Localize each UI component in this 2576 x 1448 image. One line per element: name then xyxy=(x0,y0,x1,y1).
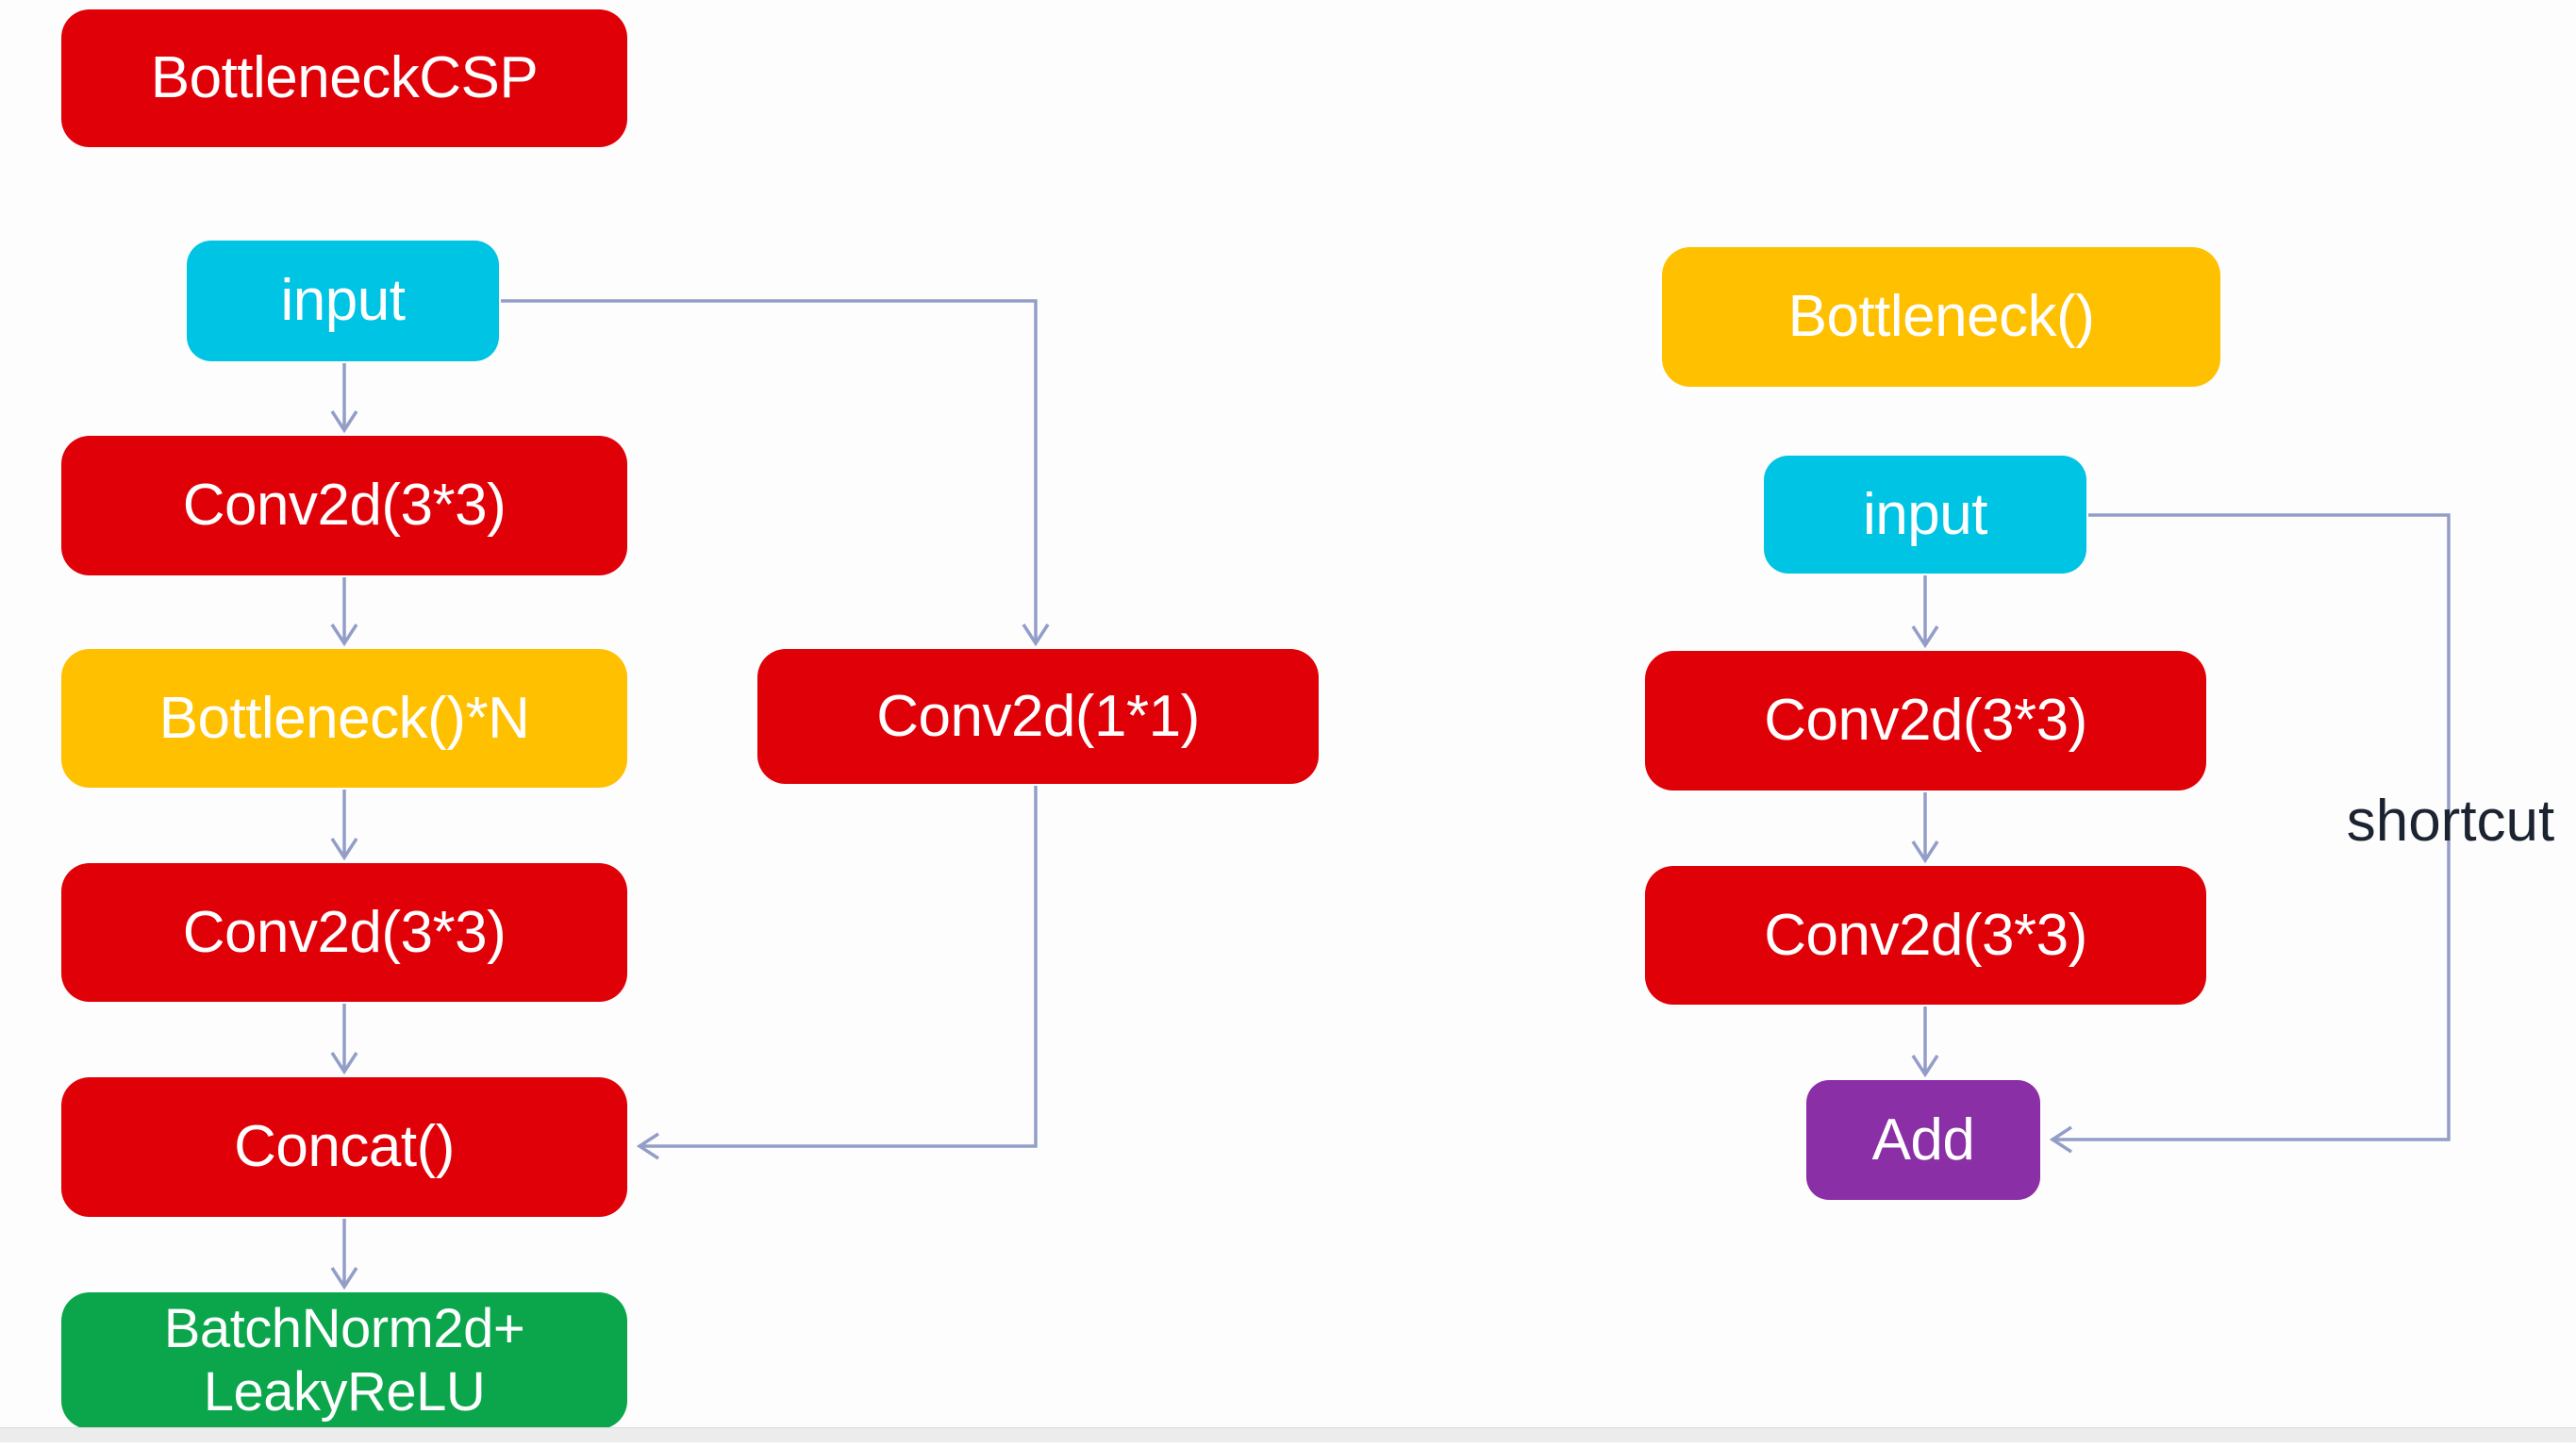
node-right-input: input xyxy=(1764,456,2086,574)
node-left-bottleneck-n: Bottleneck()*N xyxy=(61,649,627,788)
node-left-input: input xyxy=(187,241,499,361)
arrow-left-input-branch-to-conv1x1 xyxy=(501,299,1050,647)
arrow-left-conv1x1-to-concat xyxy=(636,786,1038,1160)
node-right-conv2d-3x3-b: Conv2d(3*3) xyxy=(1645,866,2206,1005)
arrow-right-shortcut-to-add xyxy=(2049,513,2451,1154)
bottom-strip xyxy=(0,1427,2576,1443)
batchnorm-line2: LeakyReLU xyxy=(203,1360,486,1423)
node-right-conv2d-3x3-a: Conv2d(3*3) xyxy=(1645,651,2206,791)
node-left-batchnorm-leakyrelu: BatchNorm2d+ LeakyReLU xyxy=(61,1292,627,1429)
bottom-margin xyxy=(0,1442,2576,1448)
node-left-title-bottleneckcsp: BottleneckCSP xyxy=(61,9,627,147)
node-left-concat: Concat() xyxy=(61,1077,627,1217)
node-right-add: Add xyxy=(1806,1080,2040,1200)
shortcut-label: shortcut xyxy=(2346,789,2555,854)
node-left-conv2d-3x3-a: Conv2d(3*3) xyxy=(61,436,627,575)
batchnorm-line1: BatchNorm2d+ xyxy=(163,1298,525,1360)
node-left-conv2d-3x3-b: Conv2d(3*3) xyxy=(61,863,627,1002)
node-left-conv2d-1x1: Conv2d(1*1) xyxy=(757,649,1319,784)
node-right-title-bottleneck: Bottleneck() xyxy=(1662,247,2220,387)
